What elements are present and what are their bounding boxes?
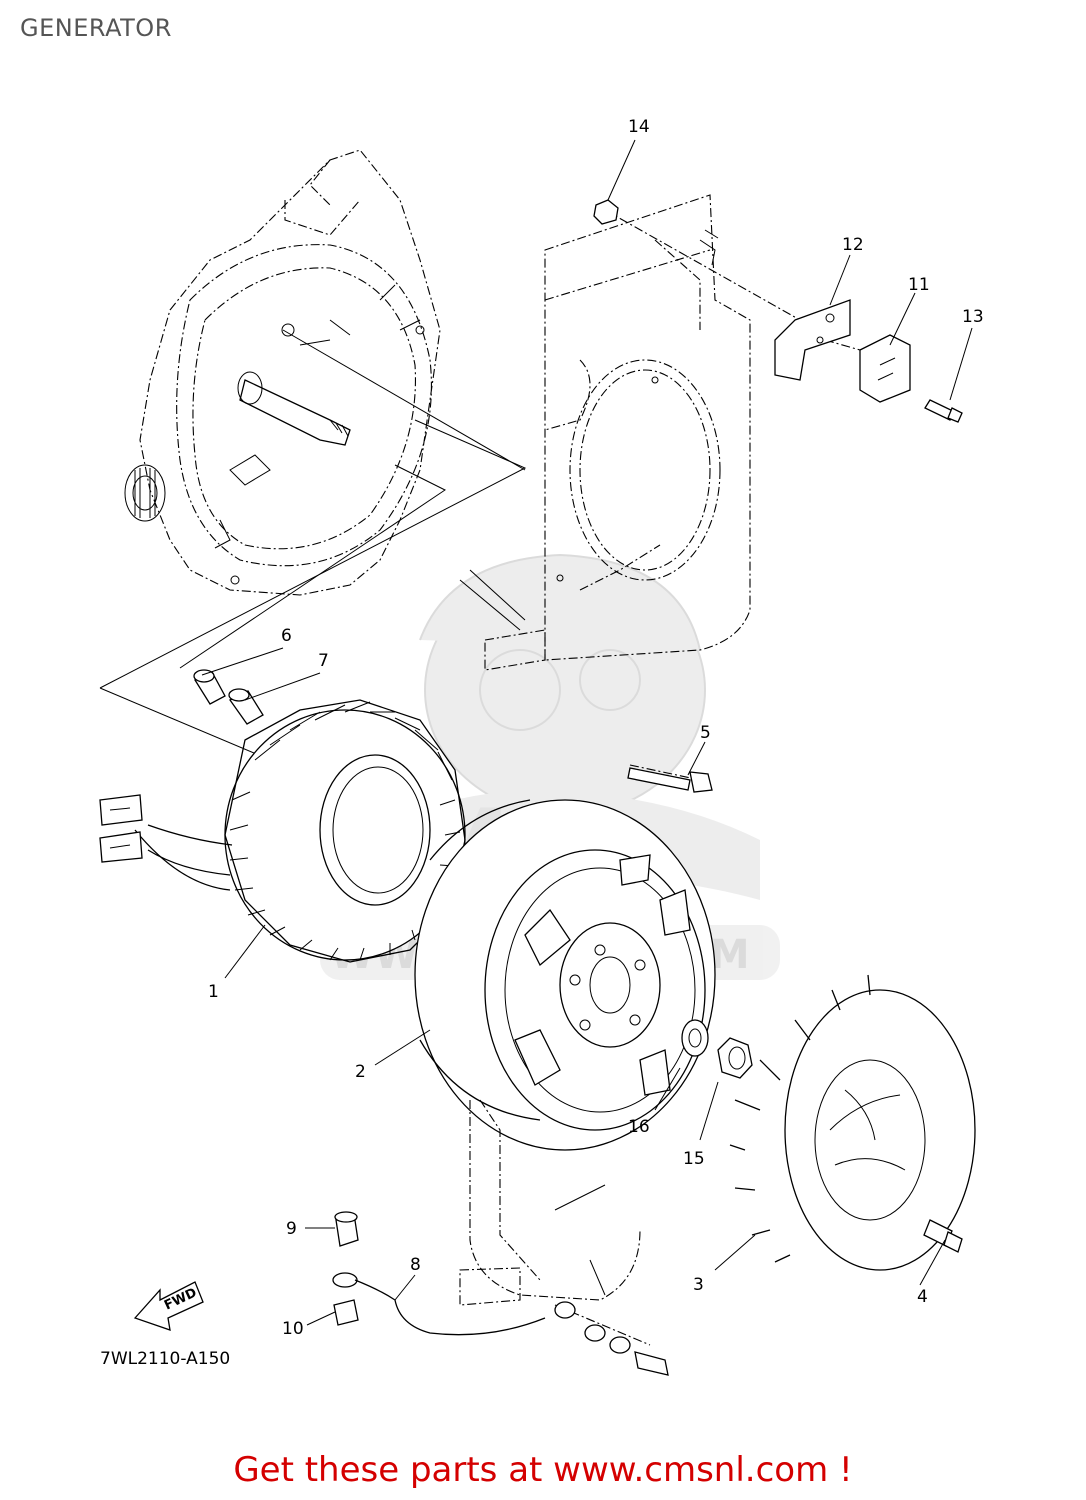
lower-housing <box>459 1099 641 1306</box>
flywheel-bolt <box>627 767 713 793</box>
callout-3: 3 <box>693 1275 704 1295</box>
diagram-code: 7WL2110-A150 <box>100 1349 231 1369</box>
callout-2: 2 <box>355 1062 366 1082</box>
callout-4: 4 <box>917 1287 928 1307</box>
stator <box>99 699 466 963</box>
callout-13: 13 <box>962 307 984 327</box>
callout-8: 8 <box>410 1255 421 1275</box>
crankcase-cover <box>124 149 441 596</box>
dowel-pins <box>193 669 264 725</box>
flywheel-rotor <box>414 799 716 1151</box>
callout-15: 15 <box>683 1149 705 1169</box>
callout-16: 16 <box>628 1117 650 1137</box>
fwd-arrow-icon: FWD <box>133 1281 204 1331</box>
regulator-bracket-assembly <box>593 199 963 423</box>
callout-numbers: 1 2 3 4 5 6 7 8 9 10 11 12 13 14 15 16 <box>208 117 984 1339</box>
leader-lines <box>201 139 973 1326</box>
callout-12: 12 <box>842 235 864 255</box>
cooling-fan <box>729 974 976 1271</box>
fan-shroud-plate <box>459 194 751 671</box>
callout-9: 9 <box>286 1219 297 1239</box>
page-title: GENERATOR <box>20 14 172 42</box>
callout-6: 6 <box>281 626 292 646</box>
callout-11: 11 <box>908 275 930 295</box>
footer-promo: Get these parts at www.cmsnl.com ! <box>0 1450 1086 1490</box>
callout-1: 1 <box>208 982 219 1002</box>
callout-10: 10 <box>282 1319 304 1339</box>
footer-promo-link[interactable]: Get these parts at www.cmsnl.com ! <box>233 1450 853 1490</box>
callout-5: 5 <box>700 723 711 743</box>
callout-7: 7 <box>318 651 329 671</box>
washer-and-nut <box>681 1019 753 1079</box>
callout-14: 14 <box>628 117 650 137</box>
ground-lead-assembly <box>332 1211 669 1376</box>
